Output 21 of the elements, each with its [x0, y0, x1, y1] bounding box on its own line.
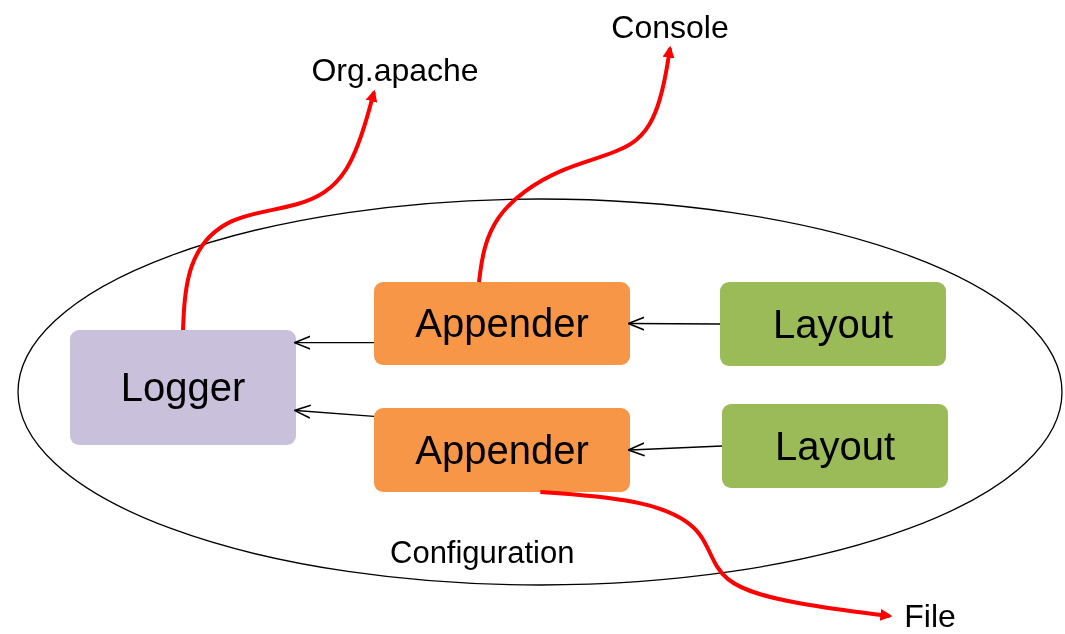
- component-label: Appender: [415, 301, 589, 346]
- curved-arrow: [540, 490, 893, 621]
- component-box: [720, 282, 946, 366]
- component-label: Appender: [415, 427, 589, 473]
- destination-label: File: [904, 597, 956, 634]
- destination-label: Org.apache: [311, 51, 479, 89]
- component-label: Layout: [774, 423, 896, 469]
- component-label: Logger: [120, 365, 246, 410]
- container-label: Configuration: [390, 535, 575, 571]
- component-box: [70, 330, 296, 445]
- arrow: [627, 442, 723, 457]
- arrow: [293, 404, 375, 419]
- arrow: [627, 316, 721, 331]
- component-box: [374, 282, 630, 365]
- curved-arrow: [476, 45, 675, 283]
- curved-arrow: [181, 89, 378, 331]
- destination-label: Console: [611, 8, 729, 46]
- component-box: [722, 404, 948, 488]
- component-label: Layout: [772, 301, 894, 347]
- arrow: [293, 335, 375, 350]
- component-box: [374, 408, 630, 492]
